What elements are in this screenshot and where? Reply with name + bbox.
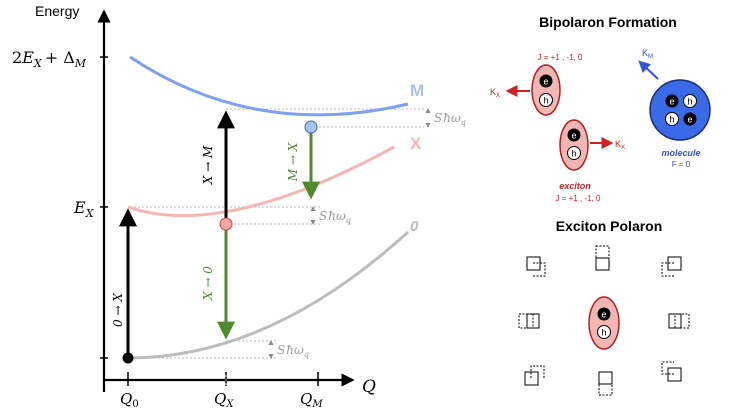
exciton-top: e h — [531, 64, 561, 116]
energy-diagram: Energy Q 2EX+ ΔM EX Q0 QX QM — [12, 3, 466, 410]
svg-text:h: h — [543, 96, 548, 106]
svg-text:h: h — [571, 149, 576, 159]
level-label-top: 2EX+ ΔM — [12, 48, 87, 70]
bipolaron-panel: Bipolaron Formation J = +1 , -1, 0 e h K… — [490, 14, 711, 203]
molecule-km-label: KM — [642, 48, 653, 60]
exciton-bottom: e h — [559, 119, 589, 171]
lattice-cell-middle-left — [518, 313, 540, 329]
level-label-ex: EX — [73, 198, 95, 220]
x-axis-title: Q — [362, 377, 376, 397]
svg-text:e: e — [687, 115, 692, 125]
molecule-caption: molecule — [661, 148, 700, 158]
bipolaron-title: Bipolaron Formation — [539, 14, 677, 30]
svg-text:e: e — [571, 131, 576, 141]
exciton-caption: exciton — [559, 181, 591, 191]
curve-label-m: M — [410, 81, 424, 100]
x-tick-label-q0: Q0 — [120, 390, 139, 410]
exciton-polaron-center: e h — [588, 296, 620, 350]
transition-label-x-to-m: X → M — [201, 145, 215, 185]
lattice-distortions — [518, 245, 690, 396]
curve-m — [129, 55, 409, 117]
lattice-cell-top-middle — [595, 245, 610, 271]
exciton-polaron-panel: Exciton Polaron — [518, 218, 690, 396]
exciton-caption-j: J = +1 , -1, 0 — [556, 194, 601, 203]
svg-text:e: e — [601, 310, 606, 320]
svg-text:e: e — [669, 97, 674, 107]
curve-0 — [127, 230, 410, 360]
lattice-cell-middle-right — [668, 313, 690, 329]
curve-label-x: X — [410, 134, 422, 153]
svg-text:Sħωq: Sħωq — [434, 111, 466, 127]
exciton-polaron-title: Exciton Polaron — [556, 218, 663, 234]
svg-text:Sħωq: Sħωq — [319, 209, 351, 225]
reorg-marker-0: Sħωq — [268, 340, 309, 359]
lattice-cell-top-right — [661, 256, 682, 277]
y-axis-title: Energy — [35, 3, 79, 19]
curve-x — [127, 145, 395, 218]
exciton-bottom-kx-label: KX — [615, 139, 625, 151]
molecule: e h h e — [649, 79, 711, 141]
svg-text:h: h — [601, 328, 606, 338]
state-point-molecule — [304, 120, 318, 134]
x-tick-label-qx: QX — [214, 390, 234, 410]
exciton-top-kx-label: KX — [490, 87, 500, 99]
transition-label-x-to-0: X → 0 — [201, 266, 215, 301]
molecule-momentum-arrow — [638, 60, 659, 80]
state-point-ground — [122, 352, 134, 364]
state-point-exciton — [219, 217, 233, 231]
curve-label-0: 0 — [410, 218, 419, 235]
transition-label-0-to-x: 0 → X — [111, 293, 125, 327]
svg-text:Sħωq: Sħωq — [277, 343, 309, 359]
svg-text:h: h — [669, 115, 674, 125]
exciton-top-j-label: J = +1 , -1, 0 — [538, 53, 583, 62]
transition-label-m-to-x: M → X — [286, 142, 300, 182]
svg-text:h: h — [687, 97, 692, 107]
lattice-cell-bottom-left — [524, 365, 545, 386]
lattice-cell-bottom-middle — [598, 371, 613, 396]
x-tick-label-qm: QM — [300, 390, 323, 410]
lattice-cell-bottom-right — [661, 361, 682, 382]
reorg-marker-x: Sħωq — [310, 206, 351, 225]
lattice-cell-top-left — [526, 256, 546, 277]
reorg-marker-m: Sħωq — [425, 108, 466, 128]
svg-text:e: e — [543, 77, 548, 87]
molecule-caption-f: F = 0 — [672, 160, 691, 169]
